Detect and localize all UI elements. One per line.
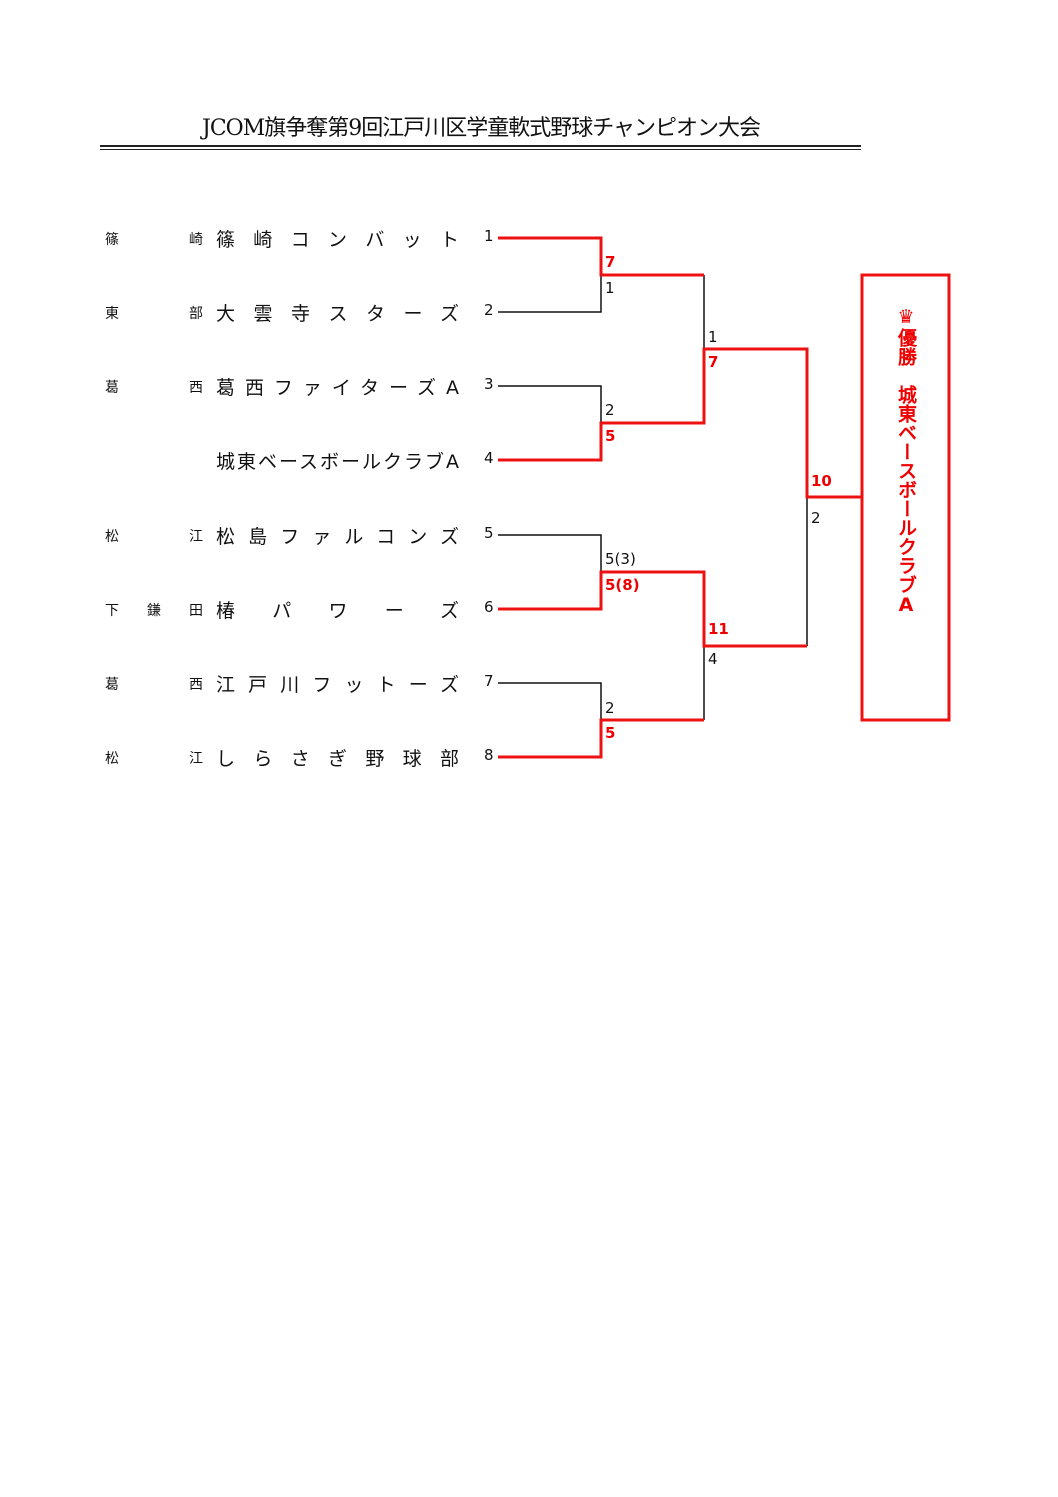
team-name: 葛西ファイターズA [216, 377, 459, 399]
score: 1 [708, 328, 718, 346]
score: 2 [811, 509, 821, 527]
district: 篠崎 [105, 232, 203, 248]
score: 2 [605, 401, 615, 419]
district: 下鎌田 [105, 603, 203, 619]
score: 11 [708, 620, 729, 638]
score: 10 [811, 472, 832, 490]
line-team2 [498, 275, 602, 313]
line-team1-win [498, 236, 704, 277]
team-name: 城東ベースボールクラブA [216, 451, 459, 473]
team-name: 江戸川フットーズ [216, 674, 459, 696]
district: 松江 [105, 529, 203, 545]
district: 葛西 [105, 677, 203, 693]
team-name: 松島ファルコンズ [216, 526, 459, 548]
seed-number: 2 [484, 301, 494, 319]
district: 松江 [105, 751, 203, 767]
district: 葛西 [105, 380, 203, 396]
seed-number: 1 [484, 227, 494, 245]
line-team7 [498, 682, 602, 720]
seed-number: 6 [484, 598, 494, 616]
score: 7 [708, 353, 718, 371]
crown-icon: ♛ [895, 306, 917, 328]
page-title: JCOM旗争奪第9回江戸川区学童軟式野球チャンピオン大会 [202, 116, 761, 141]
line-team5 [498, 534, 602, 572]
score: 5(3) [605, 550, 636, 568]
winner-title: 優勝 [895, 328, 917, 366]
seed-number: 8 [484, 746, 494, 764]
line-team4-win [498, 347, 862, 499]
score: 7 [605, 253, 615, 271]
score: 5 [605, 427, 615, 445]
seed-number: 4 [484, 449, 494, 467]
score: 5(8) [605, 576, 640, 594]
seed-number: 7 [484, 672, 494, 690]
title-underline [100, 145, 861, 147]
line-team3 [498, 385, 602, 423]
bracket: 7 1 2 5 5(3) 5(8) 2 5 1 7 11 4 10 2 [498, 236, 951, 759]
district: 東部 [105, 306, 203, 322]
score: 1 [605, 279, 615, 297]
team-name: 大雲寺スターズ [216, 303, 459, 325]
title-underline-2 [100, 149, 861, 150]
team-name: しらさぎ野球部 [216, 748, 459, 770]
seed-number: 5 [484, 524, 494, 542]
seed-number: 3 [484, 375, 494, 393]
team-name: 椿パワーズ [216, 600, 459, 622]
winner-team: 城東ベースボールクラブA [895, 385, 917, 616]
line-team6-win [498, 570, 807, 648]
score: 2 [605, 699, 615, 717]
score: 5 [605, 724, 615, 742]
winner-label: ♛優勝 城東ベースボールクラブA [884, 306, 928, 706]
team-name: 篠崎コンバット [216, 229, 459, 251]
score: 4 [708, 650, 718, 668]
line-team8-win [498, 718, 704, 759]
winner-box [860, 273, 951, 722]
